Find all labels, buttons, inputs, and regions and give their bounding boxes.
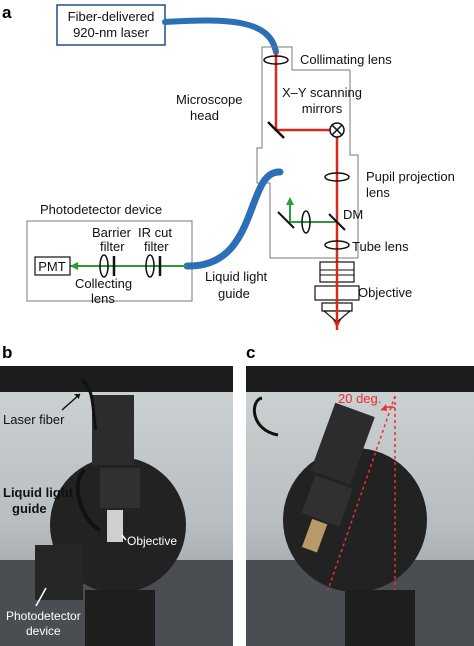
collecting-lens-label-1: Collecting <box>75 276 132 291</box>
xy-mirrors-label-1: X–Y scanning <box>282 85 362 100</box>
tube-lens-label: Tube lens <box>352 239 409 254</box>
panel-a-schematic: a Fiber-delivered 920-nm laser Photodete… <box>2 3 455 330</box>
panel-a-letter: a <box>2 3 12 22</box>
laser-fiber-arrow-icon <box>74 394 80 399</box>
laser-fiber <box>162 17 279 55</box>
collecting-lens-icon <box>99 254 109 278</box>
ircut-filter-label-2: filter <box>144 239 169 254</box>
photo-c-fiber <box>253 396 279 437</box>
y-mirror-cross-2 <box>331 124 343 136</box>
panel-c-photo: c 20 deg. <box>246 343 474 646</box>
collecting-lens-label-2: lens <box>91 291 115 306</box>
liquid-guide-b-label-1: Liquid light <box>3 485 74 500</box>
liquid-light-guide <box>183 168 284 270</box>
pupil-lens-label-2: lens <box>366 185 390 200</box>
barrier-filter-label-2: filter <box>100 239 125 254</box>
laser-label-1: Fiber-delivered <box>68 9 155 24</box>
emission-lens-icon <box>301 210 311 234</box>
microscope-head-label-2: head <box>190 108 219 123</box>
photo-b-base <box>85 590 155 646</box>
objective-label: Objective <box>358 285 412 300</box>
photo-b-scan-head <box>92 395 134 465</box>
photo-b-top-rail <box>0 366 233 392</box>
pmt-box <box>34 256 71 276</box>
angle-label: 20 deg. <box>338 391 381 406</box>
photodetector-device-label: Photodetector device <box>40 202 162 217</box>
dichroic-mirror-icon <box>328 213 346 231</box>
xy-mirrors-label-2: mirrors <box>302 101 343 116</box>
photo-b-body <box>100 468 140 508</box>
panel-b-photo: b Laser fiber Liquid light guide Objecti… <box>0 343 233 646</box>
x-mirror-icon <box>267 121 285 139</box>
photo-b-fiber <box>80 378 98 431</box>
liquid-guide-label-1: Liquid light <box>205 269 268 284</box>
photo-c-top-rail <box>246 366 474 392</box>
photo-b-light-guide <box>75 468 102 532</box>
emission-arrow-left-icon <box>70 262 78 270</box>
photo-c-tilted-head <box>301 402 375 553</box>
fold-mirror-icon <box>277 211 295 229</box>
liquid-guide-b-label-2: guide <box>12 501 47 516</box>
panel-b-letter: b <box>2 343 12 362</box>
tilted-axis-line <box>327 395 396 591</box>
photodetector-b-label-1: Photodetector <box>6 609 81 623</box>
ircut-lens-icon <box>145 254 155 278</box>
microscope-head-label-1: Microscope <box>176 92 242 107</box>
liquid-guide-label-2: guide <box>218 286 250 301</box>
photodetector-box <box>26 220 193 302</box>
microscope-head-outline <box>256 46 359 259</box>
barrier-filter-label-1: Barrier <box>92 225 132 240</box>
ircut-filter-label-1: IR cut <box>138 225 172 240</box>
emission-arrow-up-icon <box>286 197 294 205</box>
pupil-lens-icon <box>324 172 350 182</box>
collimating-lens-label: Collimating lens <box>300 52 392 67</box>
tube-lens-icon <box>324 240 350 250</box>
photo-b-detector-device <box>35 545 83 600</box>
collimating-lens-icon <box>263 55 289 65</box>
emission-path-head <box>289 199 337 223</box>
laser-label-2: 920-nm laser <box>73 25 150 40</box>
excitation-beam <box>274 52 339 330</box>
objective-b-pointer <box>121 534 127 541</box>
photo-b-objective <box>107 510 123 542</box>
laser-fiber-label: Laser fiber <box>3 412 65 427</box>
objective-b-label: Objective <box>127 534 177 548</box>
dm-label: DM <box>343 207 363 222</box>
photodetector-b-pointer <box>35 587 47 607</box>
photodetector-b-label-2: device <box>26 624 61 638</box>
pmt-label: PMT <box>38 259 66 274</box>
panel-c-letter: c <box>246 343 255 362</box>
photo-c-base <box>345 590 415 646</box>
laser-box <box>56 4 166 46</box>
angle-arrow-icon <box>381 404 387 411</box>
pupil-lens-label-1: Pupil projection <box>366 169 455 184</box>
